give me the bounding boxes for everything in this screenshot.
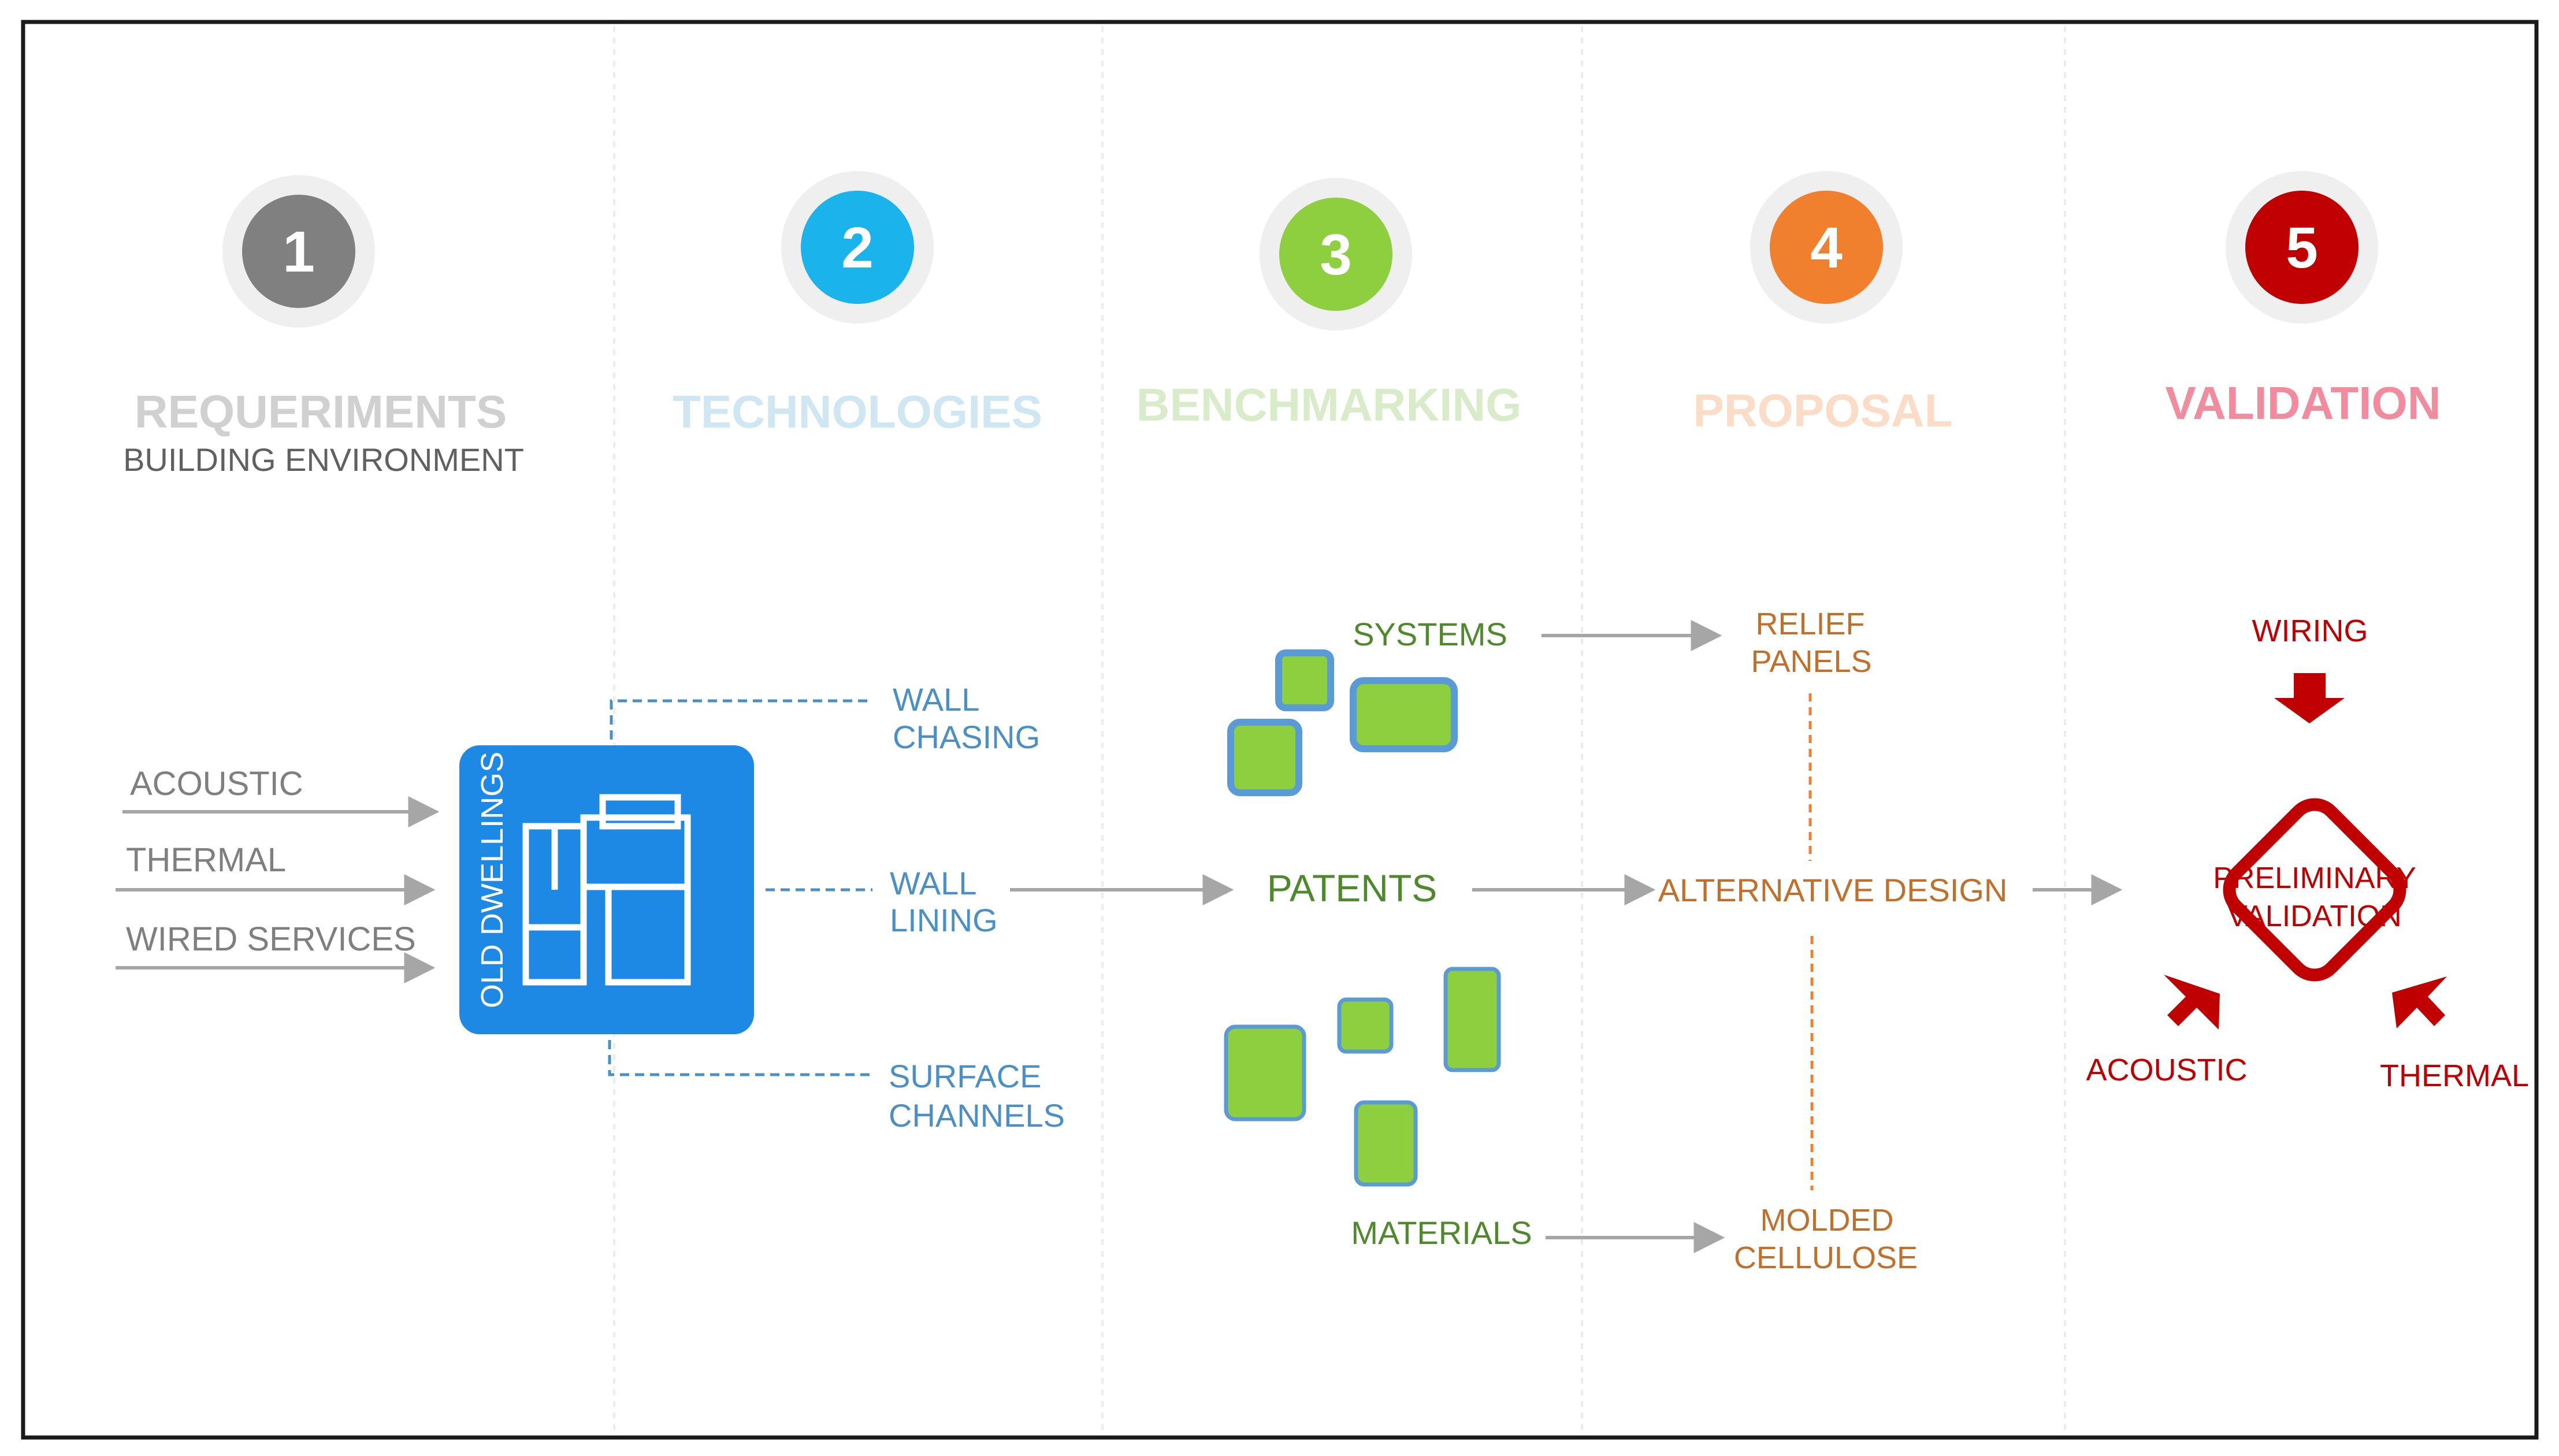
wiring-arrow: [2274, 673, 2345, 723]
step-2-title: TECHNOLOGIES: [673, 386, 1042, 437]
step-1-circle: [242, 195, 355, 308]
step-5-circle: [2245, 191, 2359, 304]
molded-line2: CELLULOSE: [1734, 1240, 1918, 1275]
wall-chasing-line1: WALL: [893, 681, 979, 718]
step-1-number: 1: [283, 220, 315, 284]
step-5: 5 VALIDATION: [2166, 171, 2441, 429]
proposal-relief-panels: RELIEF PANELS: [1751, 607, 1871, 679]
step-3: 3 BENCHMARKING: [1136, 178, 1522, 430]
thermal-arrow: [2392, 976, 2447, 1028]
old-dwellings-label: OLD DWELLINGS: [475, 752, 510, 1008]
step-3-number: 3: [1320, 222, 1352, 287]
systems-blocks: [1227, 649, 1458, 796]
step-3-circle: [1279, 198, 1392, 311]
step-2-circle: [801, 191, 914, 304]
surface-channels-line2: CHANNELS: [889, 1097, 1065, 1134]
floor-plan-icon: [522, 794, 691, 986]
wall-lining-line1: WALL: [890, 865, 976, 901]
materials-label: MATERIALS: [1351, 1214, 1532, 1251]
validation-center-line1: PRELIMINARY: [2213, 861, 2416, 895]
systems-label: SYSTEMS: [1353, 616, 1507, 652]
wall-lining-line2: LINING: [890, 902, 998, 938]
input-thermal-label: THERMAL: [126, 841, 286, 879]
step-4-title: PROPOSAL: [1693, 385, 1953, 436]
materials-blocks: [1224, 967, 1501, 1187]
alternative-design-label: ALTERNATIVE DESIGN: [1658, 872, 2008, 908]
preliminary-validation-diamond: PRELIMINARY VALIDATION: [2213, 798, 2416, 982]
relief-line1: RELIEF: [1755, 607, 1865, 641]
old-dwellings-box: OLD DWELLINGS: [459, 745, 754, 1034]
surface-channels-line1: SURFACE: [889, 1058, 1042, 1094]
wiring-label: WIRING: [2252, 614, 2368, 648]
step-2-number: 2: [841, 216, 874, 280]
molded-line1: MOLDED: [1760, 1203, 1893, 1238]
step-4-circle: [1770, 191, 1883, 304]
step-4-number: 4: [1810, 216, 1843, 280]
input-acoustic-label: ACOUSTIC: [130, 765, 303, 803]
requirement-inputs: ACOUSTIC THERMAL WIRED SERVICES: [116, 765, 440, 983]
patents-label: PATENTS: [1267, 867, 1438, 909]
acoustic-arrow: [2164, 975, 2220, 1030]
acoustic-label: ACOUSTIC: [2086, 1053, 2247, 1087]
step-1: 1 REQUERIMENTS BUILDING ENVIRONMENT: [123, 175, 524, 478]
step-1-title: REQUERIMENTS: [135, 386, 507, 437]
step-5-number: 5: [2286, 216, 2318, 280]
wall-chasing-line2: CHASING: [893, 719, 1040, 755]
step-3-title: BENCHMARKING: [1136, 379, 1522, 430]
technology-surface-channels: SURFACE CHANNELS: [889, 1058, 1065, 1134]
column-dividers: [613, 26, 2066, 1433]
technology-connectors: [608, 699, 872, 1076]
step-4: 4 PROPOSAL: [1693, 171, 1953, 436]
step-1-subtitle: BUILDING ENVIRONMENT: [123, 441, 524, 478]
validation-diamond-shape: [2223, 798, 2406, 982]
technology-wall-lining: WALL LINING: [890, 865, 998, 938]
proposal-molded-cellulose: MOLDED CELLULOSE: [1734, 1203, 1918, 1275]
input-wired-label: WIRED SERVICES: [126, 920, 416, 958]
technology-wall-chasing: WALL CHASING: [893, 681, 1040, 755]
thermal-label: THERMAL: [2380, 1058, 2529, 1093]
relief-line2: PANELS: [1751, 644, 1871, 679]
validation-center-line2: VALIDATION: [2227, 900, 2401, 933]
step-2: 2 TECHNOLOGIES: [673, 171, 1042, 437]
step-5-title: VALIDATION: [2166, 377, 2441, 429]
